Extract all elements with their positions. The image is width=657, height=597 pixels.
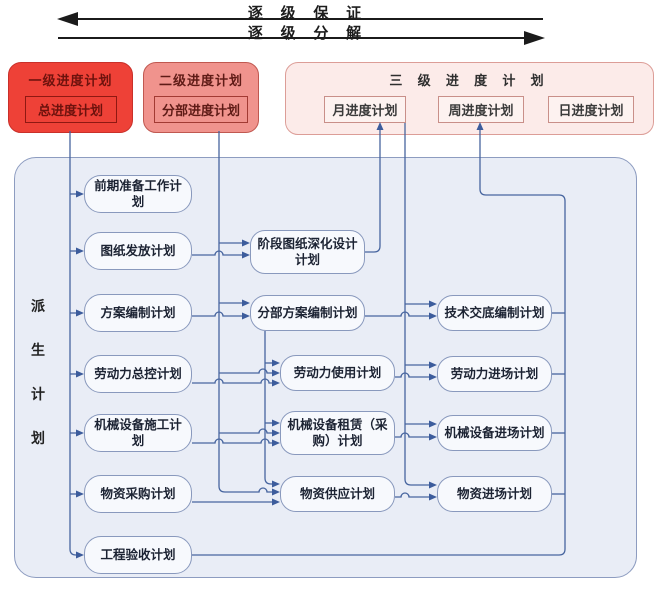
node-weekly-plan: 周进度计划 <box>438 96 524 123</box>
derived-plans-side-label: 派 生 计 划 <box>27 296 49 448</box>
node-material-procurement: 物资采购计划 <box>84 475 192 513</box>
node-monthly-plan: 月进度计划 <box>324 96 406 123</box>
level3-box: 三 级 进 度 计 划 月进度计划 周进度计划 日进度计划 <box>285 62 654 135</box>
node-equipment-entry: 机械设备进场计划 <box>437 415 552 451</box>
node-tech-disclosure: 技术交底编制计划 <box>437 295 552 331</box>
node-equipment-construction: 机械设备施工计划 <box>84 414 192 452</box>
guarantee-arrow <box>57 12 543 26</box>
node-material-entry: 物资进场计划 <box>437 476 552 512</box>
node-labor-use: 劳动力使用计划 <box>280 355 395 391</box>
node-stage-drawing-design: 阶段图纸深化设计计划 <box>250 230 365 274</box>
decompose-arrow <box>58 31 545 45</box>
side-label-char: 划 <box>31 432 45 447</box>
node-material-supply: 物资供应计划 <box>280 476 395 512</box>
level1-box: 一级进度计划 总进度计划 <box>8 62 133 133</box>
level1-sub-box: 总进度计划 <box>24 96 117 123</box>
level2-sub-box: 分部进度计划 <box>154 96 248 123</box>
node-scheme-prep: 方案编制计划 <box>84 294 192 332</box>
stepwise-decompose-label: 逐 级 分 解 <box>247 26 369 42</box>
blue-connector-lines <box>69 123 566 556</box>
node-daily-plan: 日进度计划 <box>548 96 634 123</box>
node-drawing-release: 图纸发放计划 <box>84 232 192 270</box>
side-label-char: 生 <box>31 344 45 359</box>
node-labor-entry: 劳动力进场计划 <box>437 356 552 392</box>
level3-title: 三 级 进 度 计 划 <box>389 73 550 88</box>
node-project-acceptance: 工程验收计划 <box>84 536 192 574</box>
node-labor-control: 劳动力总控计划 <box>84 355 192 393</box>
level2-box: 二级进度计划 分部进度计划 <box>143 62 259 133</box>
blue-arrowheads <box>76 122 484 559</box>
level1-title: 一级进度计划 <box>28 73 113 88</box>
node-equipment-rental: 机械设备租赁（采购）计划 <box>280 411 395 455</box>
stepwise-guarantee-label: 逐 级 保 证 <box>247 6 369 22</box>
node-prelim-prep: 前期准备工作计划 <box>84 175 192 213</box>
side-label-char: 派 <box>31 300 45 315</box>
level2-title: 二级进度计划 <box>158 73 243 88</box>
side-label-char: 计 <box>31 388 45 403</box>
node-sub-scheme-prep: 分部方案编制计划 <box>250 295 365 331</box>
